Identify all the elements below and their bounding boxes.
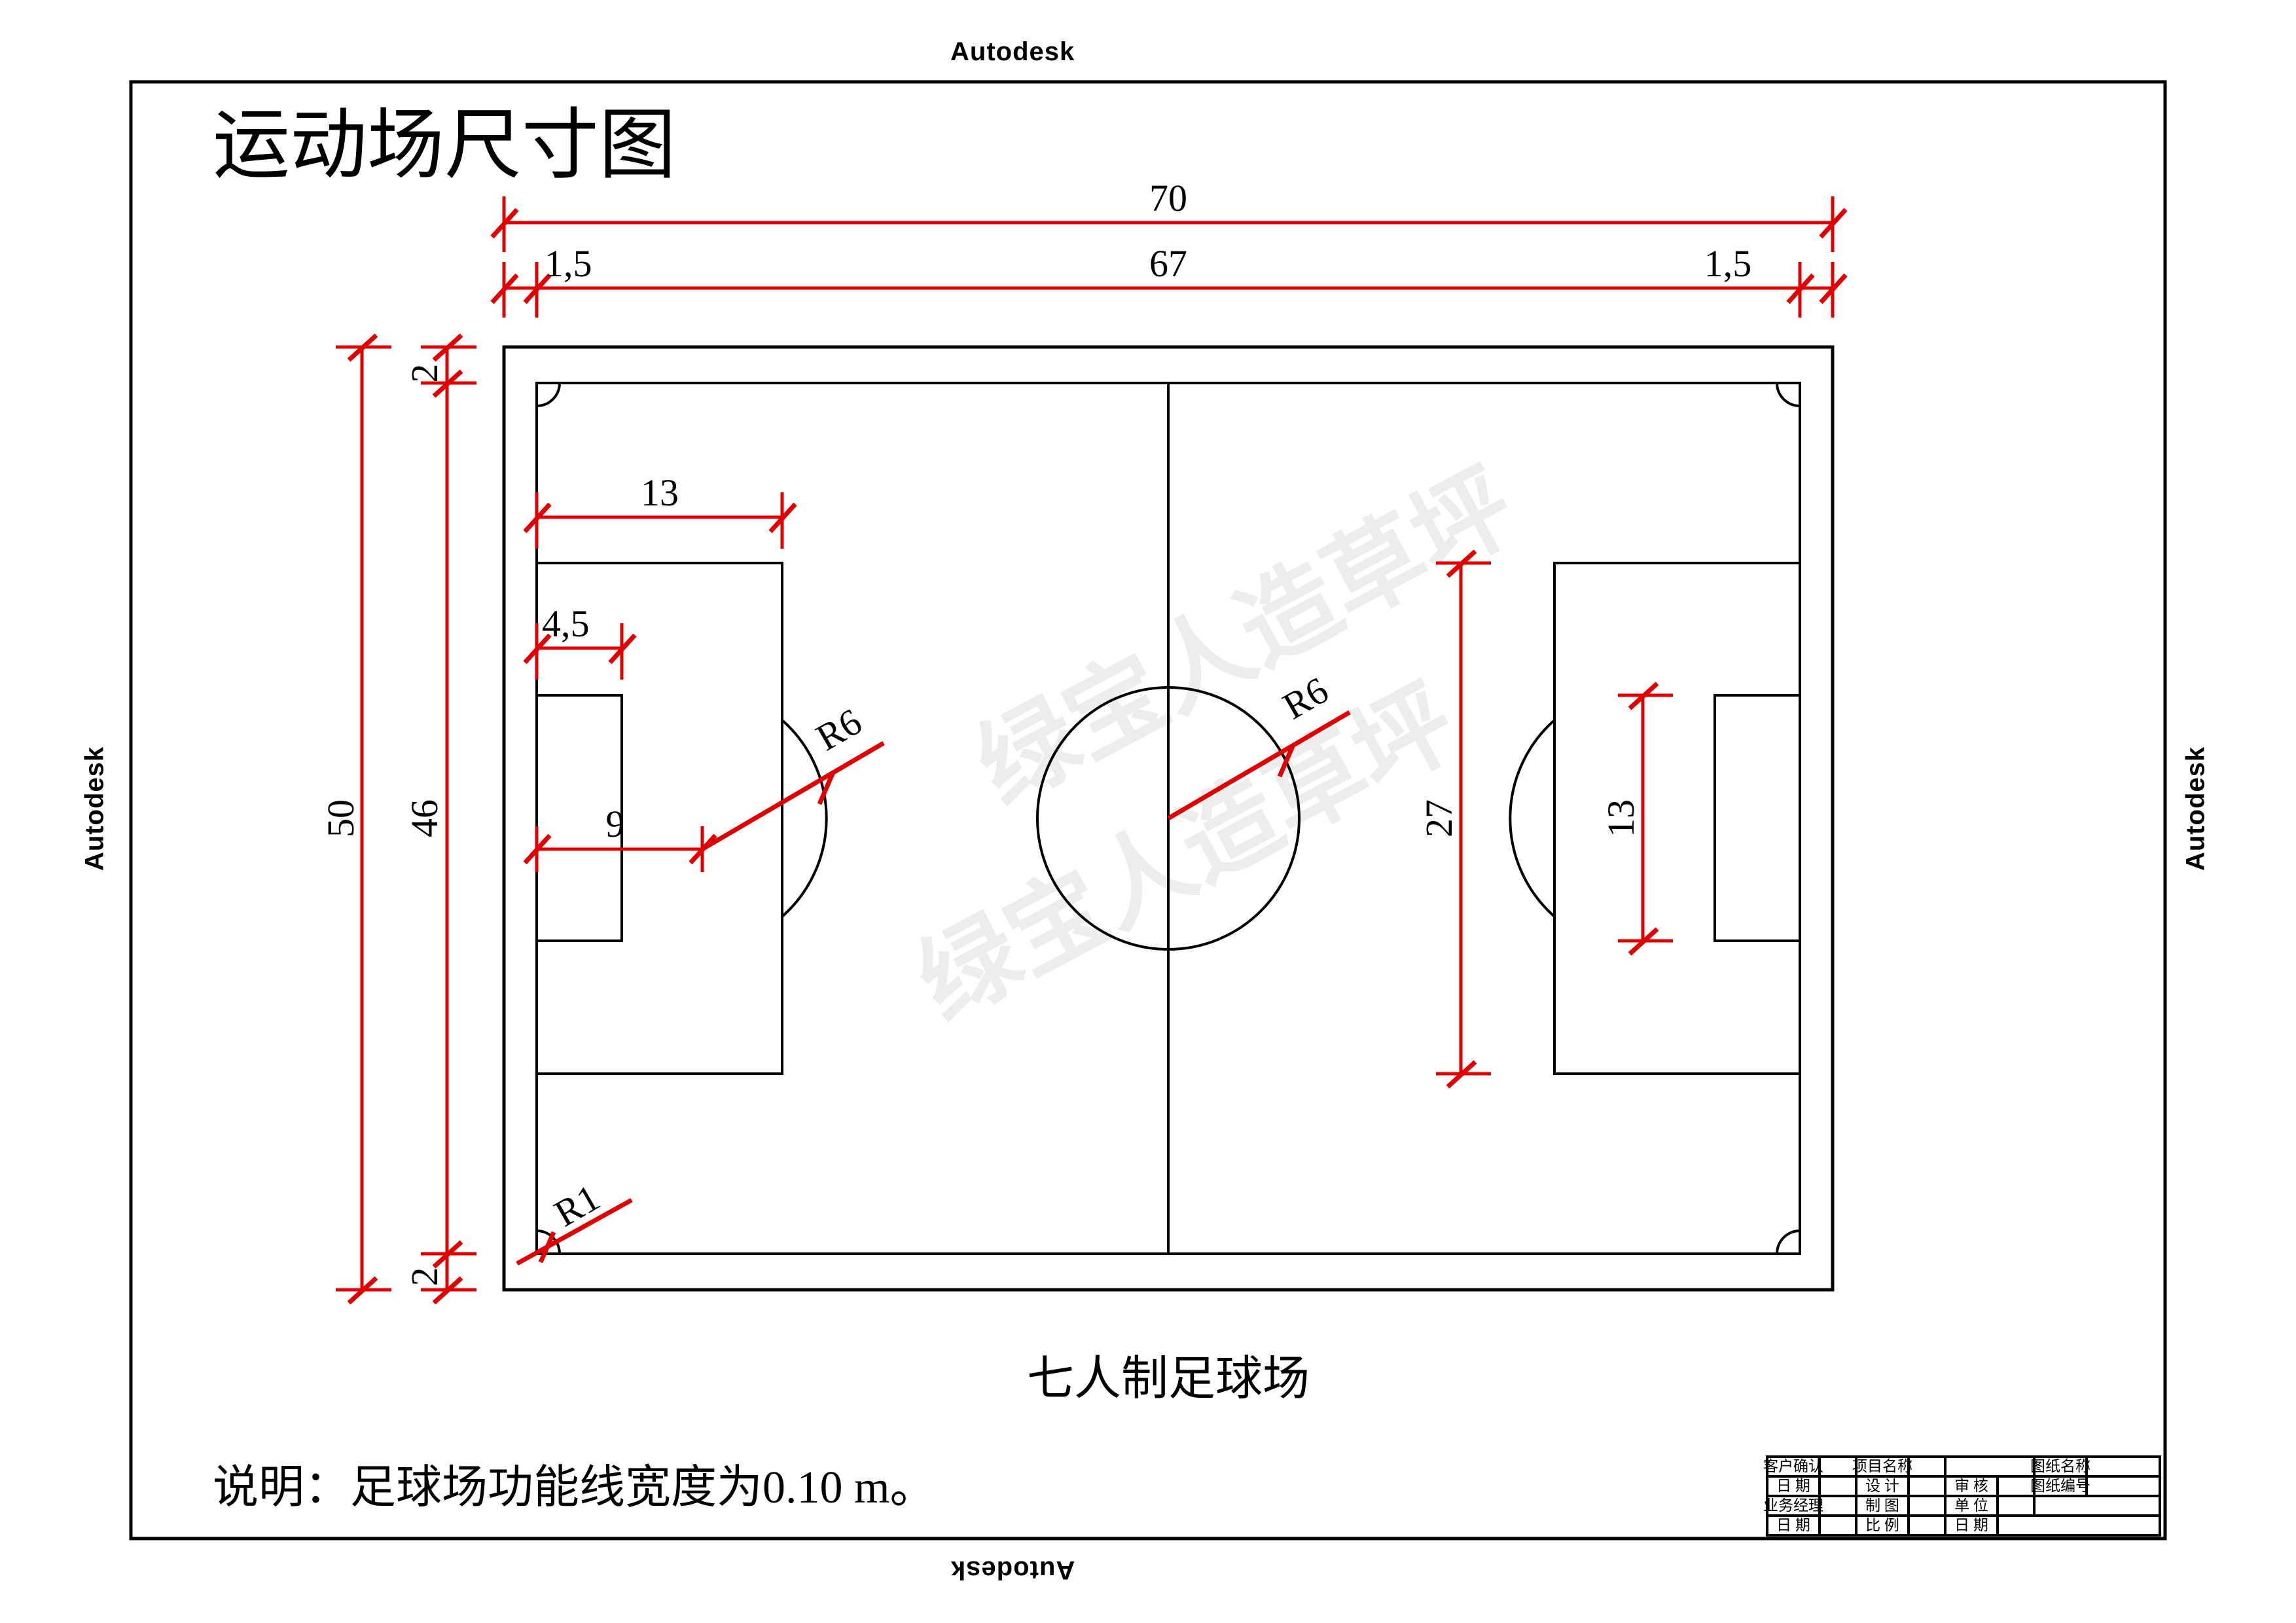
corner-arc-bottom-right — [1776, 1230, 1801, 1254]
dim-overall-height: 50 — [319, 333, 391, 1305]
dim-label-goal-area-height: 13 — [1600, 799, 1642, 837]
tb-customer-confirm: 客户确认 — [1763, 1458, 1823, 1474]
tb-date-1: 日 期 — [1776, 1478, 1810, 1494]
dim-field-height-chain: 2 46 2 — [403, 333, 476, 1305]
dim-penalty-area-height: 27 — [1418, 549, 1491, 1089]
drawing-subtitle: 七人制足球场 — [1027, 1353, 1310, 1405]
dim-label-field-height: 46 — [403, 799, 446, 837]
dim-label-penalty-area-height: 27 — [1418, 799, 1460, 837]
corner-arc-top-left — [536, 382, 561, 407]
autodesk-watermark-left: Autodesk — [80, 746, 109, 871]
dim-label-field-width: 67 — [1149, 242, 1187, 285]
dim-label-penalty-area-width: 13 — [641, 471, 679, 514]
goal-area-right — [1713, 694, 1801, 942]
autodesk-watermark-bottom: Autodesk — [950, 1556, 1075, 1584]
centre-circle — [1036, 686, 1300, 951]
tb-date-2: 日 期 — [1776, 1517, 1810, 1533]
dim-label-goal-area-width: 4,5 — [542, 602, 590, 645]
dim-label-runoff-top: 2 — [403, 364, 446, 383]
tb-drawing-no: 图纸编号 — [2030, 1478, 2090, 1494]
field-geometry — [502, 345, 1835, 1292]
tb-drafting: 制 图 — [1865, 1497, 1899, 1514]
goal-area-left — [535, 694, 623, 942]
corner-arc-top-right — [1776, 382, 1801, 407]
penalty-arc-left — [781, 719, 828, 918]
page-title: 运动场尺寸图 — [213, 103, 676, 189]
tb-project-name: 项目名称 — [1852, 1458, 1912, 1474]
dim-label-runoff-bottom: 2 — [403, 1267, 446, 1286]
sheet-border — [129, 80, 2167, 1541]
dim-label-overall-width: 70 — [1149, 177, 1187, 219]
tb-review: 审 核 — [1954, 1478, 1988, 1494]
tb-sales-manager: 业务经理 — [1763, 1497, 1823, 1514]
tb-scale: 比 例 — [1865, 1517, 1899, 1533]
tb-drawing-name: 图纸名称 — [2030, 1458, 2090, 1474]
title-block: 客户确认 项目名称 图纸名称 日 期 设 计 审 核 图纸编号 业务经理 制 图… — [1763, 1455, 2161, 1537]
overall-boundary — [502, 345, 1835, 1292]
penalty-arc-right — [1509, 719, 1556, 918]
dim-field-width-chain: 1,5 67 1,5 — [490, 242, 1848, 318]
dim-label-overall-height: 50 — [319, 799, 362, 837]
tb-design: 设 计 — [1865, 1478, 1899, 1494]
tb-unit: 单 位 — [1954, 1497, 1988, 1514]
dim-goal-area-height: 13 — [1600, 682, 1673, 956]
dim-label-goal-width: 9 — [606, 803, 625, 845]
dim-goal-area-width: 4,5 — [523, 602, 637, 680]
autodesk-watermark-top: Autodesk — [950, 37, 1075, 66]
tb-date-3: 日 期 — [1954, 1517, 1988, 1533]
autodesk-watermark-right: Autodesk — [2181, 746, 2210, 871]
dim-label-runoff-left: 1,5 — [545, 242, 592, 285]
drawing-note: 说明：足球场功能线宽度为0.10 m。 — [213, 1463, 935, 1513]
dim-overall-width: 70 — [490, 177, 1848, 252]
dim-penalty-area-width: 13 — [523, 471, 797, 549]
dim-label-runoff-right: 1,5 — [1704, 242, 1752, 285]
